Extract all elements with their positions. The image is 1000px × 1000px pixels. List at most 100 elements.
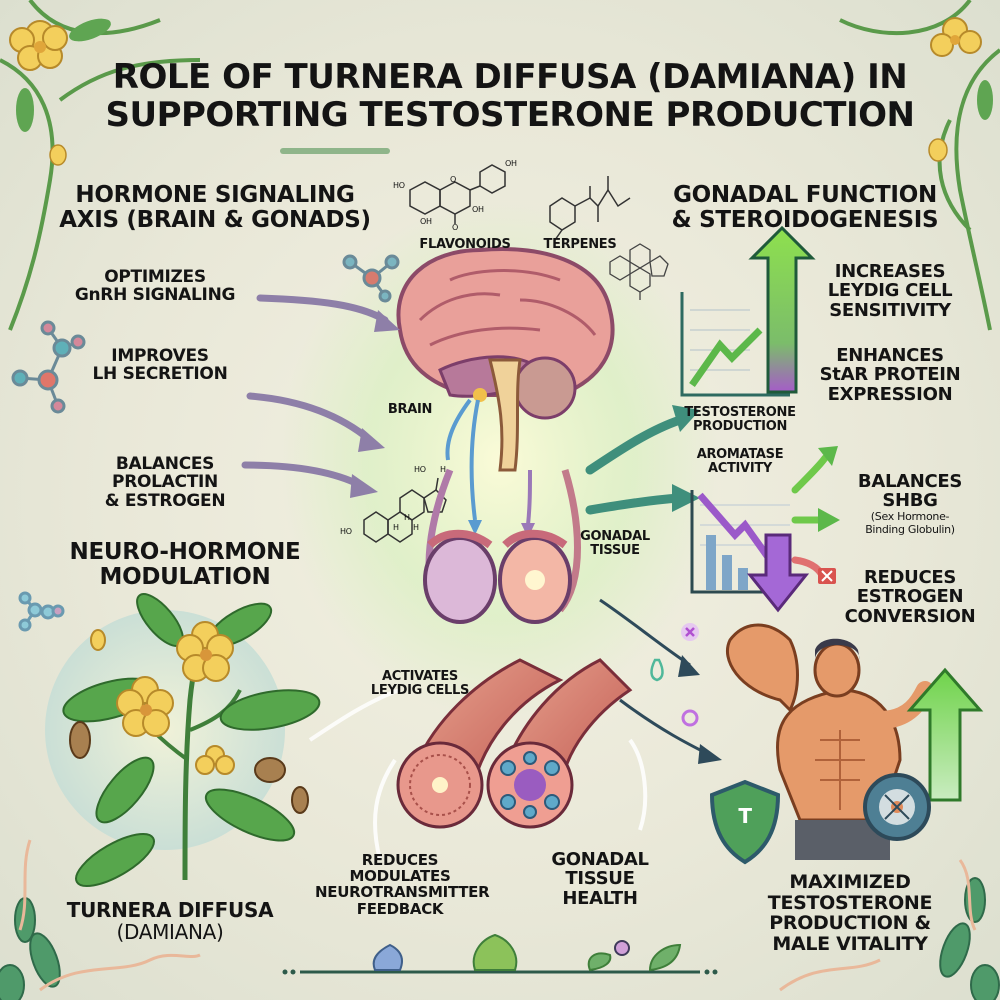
plant-name-line: TURNERA DIFFUSA bbox=[66, 898, 274, 922]
heading-line: AXIS (BRAIN & GONADS) bbox=[59, 206, 371, 233]
heading-line: NEURO-HORMONE bbox=[69, 539, 301, 565]
outcome-line: PRODUCTION & bbox=[769, 912, 931, 935]
root-lines bbox=[18, 839, 977, 992]
teal-arrows bbox=[585, 415, 685, 515]
section-heading-hormone-axis: HORMONE SIGNALING AXIS (BRAIN & GONADS) bbox=[45, 183, 385, 233]
label-line: TISSUE bbox=[590, 543, 640, 559]
page-title: ROLE OF TURNERA DIFFUSA (DAMIANA) IN SUP… bbox=[80, 58, 940, 134]
testes-illustration bbox=[423, 468, 581, 624]
arrow-head bbox=[698, 744, 722, 764]
brain-illustration bbox=[396, 247, 615, 472]
label-line: BALANCES bbox=[115, 454, 215, 474]
label-line: & ESTROGEN bbox=[104, 490, 226, 511]
outcome-line: MAXIMIZED bbox=[789, 871, 911, 893]
section-heading-neuro-hormone: NEURO-HORMONE MODULATION bbox=[35, 540, 335, 590]
label-line: LH SECRETION bbox=[92, 364, 228, 385]
label-gonadal-tissue: GONADAL TISSUE bbox=[570, 529, 660, 559]
atom-label: HO bbox=[414, 465, 426, 474]
x-mark-icon bbox=[818, 568, 836, 584]
label-line: EXPRESSION bbox=[827, 383, 953, 405]
testosterone-structure-icon bbox=[363, 477, 447, 543]
o-badge-icon bbox=[681, 709, 699, 727]
x-mark-icon bbox=[685, 627, 695, 637]
label-improves-lh: IMPROVES LH SECRETION bbox=[70, 347, 250, 384]
title-line-2: SUPPORTING TESTOSTERONE PRODUCTION bbox=[105, 95, 915, 136]
label-line: NEUROTRANSMITTER bbox=[315, 883, 490, 902]
flower-icon bbox=[116, 676, 174, 737]
label-line: IMPROVES bbox=[111, 346, 209, 366]
arrow-head bbox=[672, 484, 700, 512]
gear-icon bbox=[863, 773, 931, 841]
flavonoid-structure-icon bbox=[409, 164, 506, 224]
shield-icon bbox=[709, 779, 781, 865]
bottom-decor bbox=[282, 933, 718, 975]
arrow-head bbox=[468, 520, 482, 535]
label-line: LEYDIG CELL bbox=[827, 280, 953, 302]
label-brain: BRAIN bbox=[387, 402, 433, 417]
label-enhances-star: ENHANCES StAR PROTEIN EXPRESSION bbox=[805, 345, 975, 405]
corner-flower-top-right bbox=[928, 17, 993, 162]
label-line: PROLACTIN bbox=[112, 472, 218, 493]
damiana-plant bbox=[62, 593, 321, 887]
label-line: GnRH SIGNALING bbox=[74, 285, 236, 306]
arrow-head bbox=[672, 405, 700, 432]
label-aromatase-activity: AROMATASE ACTIVITY bbox=[685, 447, 795, 477]
bud-icon bbox=[90, 629, 106, 651]
label-line: PRODUCTION bbox=[692, 419, 788, 435]
steroid-structure-icon bbox=[609, 243, 669, 300]
label-line: SHBG bbox=[882, 490, 938, 512]
outcome-line: MALE VITALITY bbox=[772, 932, 928, 955]
atom-label: OH bbox=[420, 217, 432, 226]
arrow-head bbox=[374, 310, 400, 332]
molecule-icon bbox=[342, 254, 400, 303]
label-line: ACTIVATES bbox=[382, 669, 458, 684]
label-line: TESTOSTERONE bbox=[684, 405, 796, 420]
up-arrow-icon bbox=[906, 667, 984, 802]
atom-label: HO bbox=[340, 527, 352, 536]
label-terpenes: TERPENES bbox=[543, 237, 617, 252]
atom-label: O bbox=[452, 223, 458, 232]
label-note: Binding Globulin) bbox=[865, 522, 955, 536]
label-balances-shbg: BALANCES SHBG (Sex Hormone- Binding Glob… bbox=[845, 472, 975, 536]
atom-label: H bbox=[413, 523, 419, 532]
label-reduces-feedback: REDUCES MODULATES NEUROTRANSMITTER FEEDB… bbox=[315, 851, 490, 918]
label-line: HEALTH bbox=[562, 887, 638, 909]
heading-line: MODULATION bbox=[99, 563, 271, 590]
arrow-head bbox=[818, 508, 840, 532]
plant-name: TURNERA DIFFUSA (DAMIANA) bbox=[45, 898, 295, 944]
label-line: StAR PROTEIN bbox=[819, 364, 961, 386]
flower-icon bbox=[176, 621, 234, 682]
label-line: CONVERSION bbox=[844, 605, 976, 627]
label-line: GONADAL bbox=[551, 849, 649, 870]
corner-vine-top-right bbox=[839, 0, 1000, 331]
atom-label: H bbox=[393, 523, 399, 532]
label-line: ACTIVITY bbox=[707, 461, 773, 477]
droplet-icon bbox=[650, 658, 664, 682]
atom-label: OH bbox=[505, 159, 517, 168]
label-line: ESTROGEN bbox=[856, 586, 964, 608]
arrow-head bbox=[350, 474, 378, 498]
heading-line: & STEROIDOGENESIS bbox=[671, 206, 939, 233]
label-line: AROMATASE bbox=[696, 447, 784, 462]
title-line-1: ROLE OF TURNERA DIFFUSA (DAMIANA) IN bbox=[112, 57, 908, 97]
label-line: GONADAL bbox=[580, 529, 650, 544]
shield-letter: T bbox=[738, 804, 752, 828]
label-gonadal-health: GONADAL TISSUE HEALTH bbox=[540, 849, 660, 909]
label-line: REDUCES bbox=[863, 567, 957, 588]
left-arrows bbox=[241, 294, 389, 489]
label-balances-prolactin: BALANCES PROLACTIN & ESTROGEN bbox=[85, 455, 245, 510]
arrow-head bbox=[358, 428, 385, 452]
atom-label: H bbox=[440, 465, 446, 474]
heading-line: HORMONE SIGNALING bbox=[75, 182, 355, 208]
label-line: REDUCES bbox=[361, 851, 439, 869]
label-line: FEEDBACK bbox=[356, 899, 444, 918]
label-line: TISSUE bbox=[565, 868, 635, 890]
label-line: ENHANCES bbox=[836, 345, 944, 366]
terpene-structure-icon bbox=[549, 176, 631, 241]
atom-label: HO bbox=[393, 181, 405, 190]
plant-name-line: (DAMIANA) bbox=[116, 919, 224, 944]
seed-pod-icon bbox=[254, 757, 286, 783]
flower-icon bbox=[195, 745, 235, 775]
seed-pod-icon bbox=[291, 786, 309, 814]
